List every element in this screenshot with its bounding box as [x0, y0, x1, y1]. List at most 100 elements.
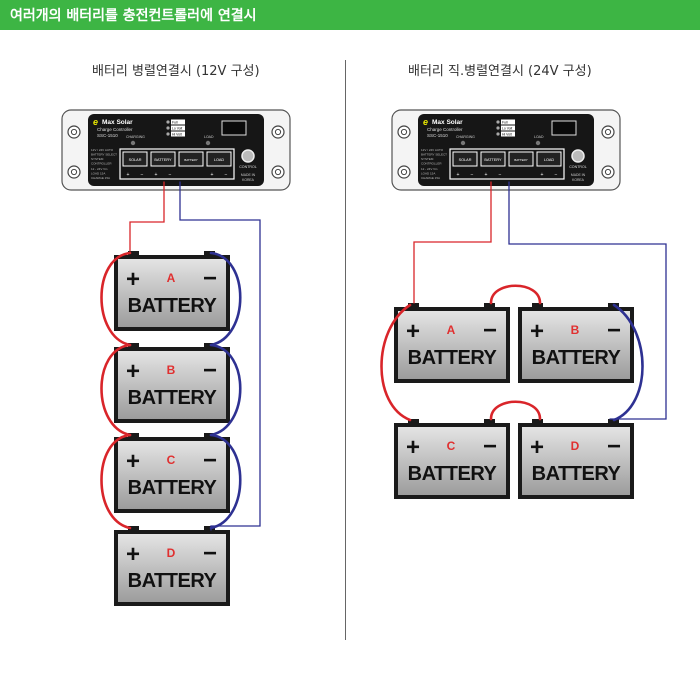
battery-minus-sign: − — [203, 357, 217, 384]
controller-body — [418, 114, 594, 186]
load-label: LOAD — [534, 135, 544, 139]
positive-post-icon — [532, 419, 543, 425]
series-jumper-top — [489, 284, 542, 305]
series-jumper-bottom — [489, 400, 542, 421]
battery-case — [394, 307, 510, 383]
terminal-label-3: LOAD — [214, 158, 225, 162]
rating-line: CHARGE 15A — [421, 176, 440, 180]
battery-plus-sign: + — [126, 541, 140, 568]
status-led-label: Hi Volt — [502, 132, 512, 136]
terminal-plus: + — [485, 172, 488, 178]
terminal-block — [508, 151, 534, 167]
battery-plus-sign: + — [530, 434, 544, 461]
terminal-label-3: LOAD — [544, 158, 555, 162]
battery-minus-sign: − — [203, 540, 217, 567]
status-led-label: Lo Volt — [172, 126, 182, 130]
battery-minus-sign: − — [203, 447, 217, 474]
status-led-tag — [171, 125, 185, 131]
controller-model: SSC-1510 — [427, 133, 448, 138]
battery-positive-wire — [129, 181, 165, 252]
terminal-label-2: BATTERY — [184, 158, 198, 162]
battery-label: BATTERY — [128, 570, 218, 592]
load-label: LOAD — [204, 135, 214, 139]
charging-label: CHARGING — [126, 135, 145, 139]
made-in-country: KOREA — [572, 178, 585, 182]
battery-negative-wire — [179, 181, 261, 531]
parallel-positive-jumper — [100, 343, 132, 437]
status-led-label: Hi Volt — [172, 132, 182, 136]
battery-letter: A — [167, 271, 176, 285]
terminal-frame — [119, 148, 235, 180]
spec-line: 12V / 24V AUTO — [421, 148, 444, 152]
controller-subtitle: Charge Controller — [97, 127, 133, 132]
terminal-minus: − — [141, 172, 144, 178]
terminal-minus: − — [225, 172, 228, 178]
rating-line: CHARGE 15A — [91, 176, 110, 180]
brand-logo: e — [423, 117, 428, 127]
status-led-icon — [166, 126, 170, 130]
charging-led-icon — [460, 140, 466, 146]
terminal-plus: + — [127, 172, 130, 178]
terminal-label-1: BATTERY — [484, 158, 502, 162]
spec-line: CONTROLLER — [421, 162, 442, 166]
section-title-series-parallel: 배터리 직.병렬연결시 (24V 구성) — [408, 64, 592, 79]
display-screen — [551, 120, 577, 136]
status-led-icon — [496, 126, 500, 130]
display-screen — [221, 120, 247, 136]
battery-case — [394, 423, 510, 499]
brand-logo: e — [93, 117, 98, 127]
battery-case — [114, 437, 230, 513]
status-led-label: Lo Volt — [502, 126, 512, 130]
status-led-icon — [166, 132, 170, 136]
battery-case — [114, 530, 230, 606]
control-label: CONTROL — [569, 165, 587, 169]
negative-post-icon — [484, 419, 495, 425]
status-led-label: Full — [502, 120, 508, 124]
header-bar: 여러개의 배터리를 충전컨트롤러에 연결시 — [0, 0, 700, 30]
terminal-label-0: SOLAR — [459, 158, 472, 162]
positive-post-icon — [408, 419, 419, 425]
negative-post-icon — [204, 526, 215, 532]
spec-line: SYSTEM — [421, 157, 434, 161]
controller-subtitle: Charge Controller — [427, 127, 463, 132]
terminal-block — [536, 151, 562, 167]
terminal-frame — [449, 148, 565, 180]
battery-label: BATTERY — [408, 347, 498, 369]
positive-post-icon — [128, 526, 139, 532]
battery-case — [518, 307, 634, 383]
parallel-negative-jumper — [209, 251, 242, 347]
control-button-icon — [241, 149, 255, 163]
battery-label: BATTERY — [128, 477, 218, 499]
controller-body — [88, 114, 264, 186]
negative-post-icon — [204, 343, 215, 349]
control-button-icon — [571, 149, 585, 163]
terminal-plus: + — [457, 172, 460, 178]
battery-plus-sign: + — [406, 318, 420, 345]
spec-line: 12V / 24V AUTO — [91, 148, 114, 152]
positive-post-icon — [408, 303, 419, 309]
negative-post-icon — [608, 419, 619, 425]
made-in-label: MADE IN — [241, 173, 256, 177]
battery-minus-sign: − — [483, 317, 497, 344]
divider — [345, 60, 346, 640]
terminal-plus: + — [541, 172, 544, 178]
rating-line: 12 - 24V Vin — [91, 167, 108, 171]
battery-plus-sign: + — [126, 266, 140, 293]
parallel-negative-jumper — [612, 303, 644, 422]
terminal-minus: − — [169, 172, 172, 178]
battery-plus-sign: + — [126, 448, 140, 475]
mount-hole-inner-icon — [604, 168, 612, 176]
rating-line: 12 - 24V Vin — [421, 167, 438, 171]
negative-post-icon — [204, 251, 215, 257]
positive-post-icon — [128, 251, 139, 257]
negative-post-icon — [204, 433, 215, 439]
mount-hole-inner-icon — [400, 128, 408, 136]
made-in-country: KOREA — [242, 178, 255, 182]
battery-minus-sign: − — [203, 265, 217, 292]
terminal-block — [150, 151, 176, 167]
